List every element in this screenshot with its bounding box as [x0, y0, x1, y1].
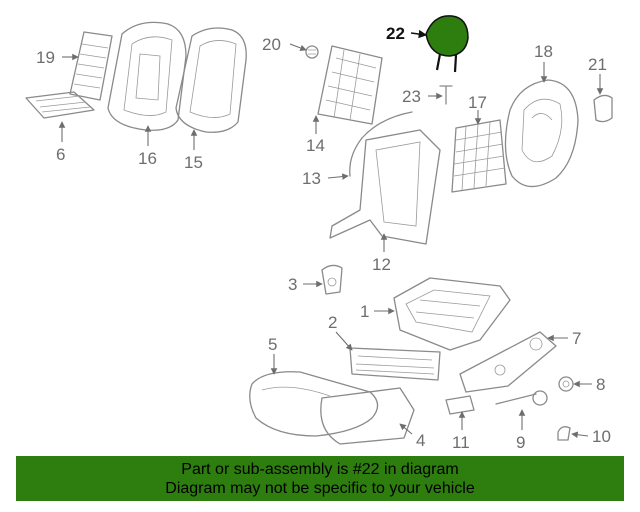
banner-line-1: Part or sub-assembly is #22 in diagram — [181, 461, 459, 478]
callout-17: 17 — [468, 93, 487, 112]
callout-22: 22 — [386, 24, 405, 43]
callout-21: 21 — [588, 55, 607, 74]
part-18-backrest-shell — [504, 79, 579, 188]
callout-13: 13 — [302, 169, 321, 188]
part-21-trim-cap — [593, 94, 613, 123]
callout-8: 8 — [596, 375, 605, 394]
part-17-mesh-panel — [451, 119, 507, 193]
part-8-grommet — [558, 376, 574, 392]
part-7-side-trim — [459, 331, 557, 393]
part-11-lever — [445, 395, 475, 415]
callout-16: 16 — [138, 149, 157, 168]
callout-4: 4 — [416, 431, 425, 450]
part-3-bracket — [321, 264, 343, 295]
part-9-knob — [495, 390, 548, 406]
part-5-cushion-cover — [249, 371, 379, 437]
callout-11: 11 — [452, 433, 470, 452]
callout-18: 18 — [534, 42, 553, 61]
part-16-backrest-cover — [107, 21, 187, 131]
callout-15: 15 — [184, 153, 203, 172]
callout-7: 7 — [572, 329, 581, 348]
callout-12: 12 — [372, 255, 391, 274]
callout-23: 23 — [402, 87, 421, 106]
part-12-backrest-frame — [329, 129, 441, 245]
part-1-seat-frame — [393, 277, 511, 351]
part-2-springs — [349, 347, 441, 381]
part-19-backrest-pad — [69, 31, 113, 101]
part-4-cushion-base — [320, 387, 415, 445]
callout-19: 19 — [36, 48, 55, 67]
callout-5: 5 — [268, 335, 277, 354]
callout-1: 1 — [360, 302, 369, 321]
part-10-clip — [557, 426, 571, 441]
part-20-clip — [305, 45, 319, 59]
part-15-backrest-cover — [175, 27, 247, 133]
callout-10: 10 — [592, 427, 611, 446]
part-13-cable — [349, 111, 413, 177]
info-banner: Part or sub-assembly is #22 in diagram D… — [16, 456, 624, 501]
callout-20: 20 — [262, 35, 281, 54]
part-14-backrest-panel — [317, 45, 383, 125]
parts-diagram: 19 6 16 15 20 14 22 23 17 18 21 13 12 3 … — [25, 15, 613, 452]
part-22-headrest — [425, 15, 469, 73]
part-6-seat-pad — [25, 91, 95, 119]
callout-14: 14 — [306, 136, 325, 155]
leader-lines — [58, 29, 604, 438]
callout-9: 9 — [516, 433, 525, 452]
callout-2: 2 — [328, 313, 337, 332]
part-23-bolt — [439, 85, 453, 105]
callout-6: 6 — [56, 145, 65, 164]
callout-3: 3 — [288, 275, 297, 294]
banner-line-2: Diagram may not be specific to your vehi… — [165, 480, 475, 497]
